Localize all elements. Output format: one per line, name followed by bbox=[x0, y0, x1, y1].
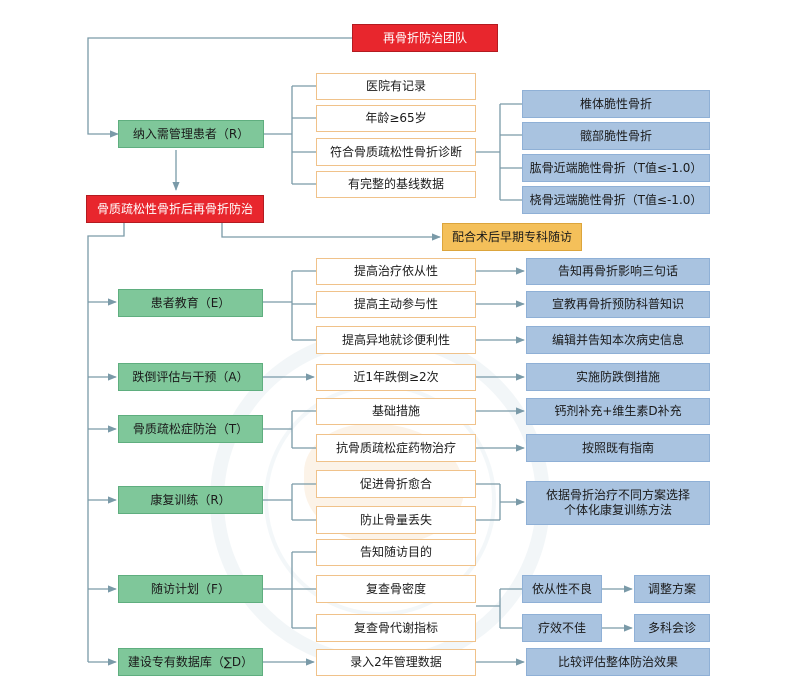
rehab-item-healing: 促进骨折愈合 bbox=[316, 470, 476, 498]
fracture-vertebral: 椎体脆性骨折 bbox=[522, 90, 710, 118]
treatment-head: 骨质疏松症防治（T） bbox=[118, 415, 263, 443]
wire-T-items bbox=[263, 410, 316, 449]
wire-F-items bbox=[263, 551, 316, 629]
treatment-action-calcium: 钙剂补充+维生素D补充 bbox=[526, 398, 710, 425]
falls-action: 实施防跌倒措施 bbox=[526, 363, 710, 391]
criteria-item-record: 医院有记录 bbox=[316, 73, 476, 100]
plan-response-adjust: 调整方案 bbox=[634, 575, 710, 603]
criteria-item-diagnosis: 符合骨质疏松性骨折诊断 bbox=[316, 138, 476, 166]
criteria-item-age: 年龄≥65岁 bbox=[316, 105, 476, 132]
rehab-action-line-2: 个体化康复训练方法 bbox=[563, 503, 672, 517]
wire-R-items bbox=[263, 483, 316, 521]
education-item-compliance: 提高治疗依从性 bbox=[316, 258, 476, 285]
followup-badge: 配合术后早期专科随访 bbox=[442, 223, 582, 251]
plan-head: 随访计划（F） bbox=[118, 575, 263, 603]
plan-item-metabolism: 复查骨代谢指标 bbox=[316, 614, 476, 642]
falls-head: 跌倒评估与干预（A） bbox=[118, 363, 263, 391]
wire-title-criteria bbox=[87, 37, 352, 138]
criteria-head: 纳入需管理患者（R） bbox=[118, 120, 264, 148]
education-item-convenience: 提高异地就诊便利性 bbox=[316, 326, 476, 354]
database-head: 建设专有数据库（∑D） bbox=[118, 648, 263, 676]
rehab-head: 康复训练（R） bbox=[118, 486, 263, 514]
rehab-action: 依据骨折治疗不同方案选择 个体化康复训练方法 bbox=[526, 481, 710, 525]
wire-E-items bbox=[263, 270, 316, 341]
wire-program-branches bbox=[87, 222, 125, 662]
plan-issue-efficacy: 疗效不佳 bbox=[522, 614, 602, 642]
plan-item-bmd: 复查骨密度 bbox=[316, 575, 476, 603]
fracture-hip: 髋部脆性骨折 bbox=[522, 122, 710, 150]
rehab-item-boneloss: 防止骨量丢失 bbox=[316, 506, 476, 534]
criteria-item-baseline: 有完整的基线数据 bbox=[316, 171, 476, 198]
treatment-item-basic: 基础措施 bbox=[316, 398, 476, 425]
fracture-radius: 桡骨远端脆性骨折（T值≤-1.0） bbox=[522, 186, 710, 214]
wire-diagnosis-fractures bbox=[476, 103, 522, 201]
wire-criteria-items bbox=[264, 85, 316, 185]
treatment-item-drug: 抗骨质疏松症药物治疗 bbox=[316, 434, 476, 462]
plan-item-purpose: 告知随访目的 bbox=[316, 539, 476, 566]
plan-response-consult: 多科会诊 bbox=[634, 614, 710, 642]
education-item-participation: 提高主动参与性 bbox=[316, 291, 476, 318]
falls-item: 近1年跌倒≥2次 bbox=[316, 364, 476, 391]
wire-R-action bbox=[476, 483, 524, 521]
wire-F-issues bbox=[476, 588, 522, 629]
fracture-humerus: 肱骨近端脆性骨折（T值≤-1.0） bbox=[522, 154, 710, 182]
plan-issue-compliance: 依从性不良 bbox=[522, 575, 602, 603]
wire-program-followup bbox=[221, 222, 441, 241]
education-action-knowledge: 宣教再骨折预防科普知识 bbox=[526, 291, 710, 318]
education-action-impact: 告知再骨折影响三句话 bbox=[526, 258, 710, 285]
rehab-action-line-1: 依据骨折治疗不同方案选择 bbox=[545, 488, 690, 502]
title-team: 再骨折防治团队 bbox=[352, 24, 498, 52]
education-action-history: 编辑并告知本次病史信息 bbox=[526, 326, 710, 354]
database-item: 录入2年管理数据 bbox=[316, 649, 476, 676]
education-head: 患者教育（E） bbox=[118, 289, 263, 317]
database-action: 比较评估整体防治效果 bbox=[526, 648, 710, 676]
program-head: 骨质疏松性骨折后再骨折防治 bbox=[86, 195, 264, 223]
treatment-action-guideline: 按照既有指南 bbox=[526, 434, 710, 462]
